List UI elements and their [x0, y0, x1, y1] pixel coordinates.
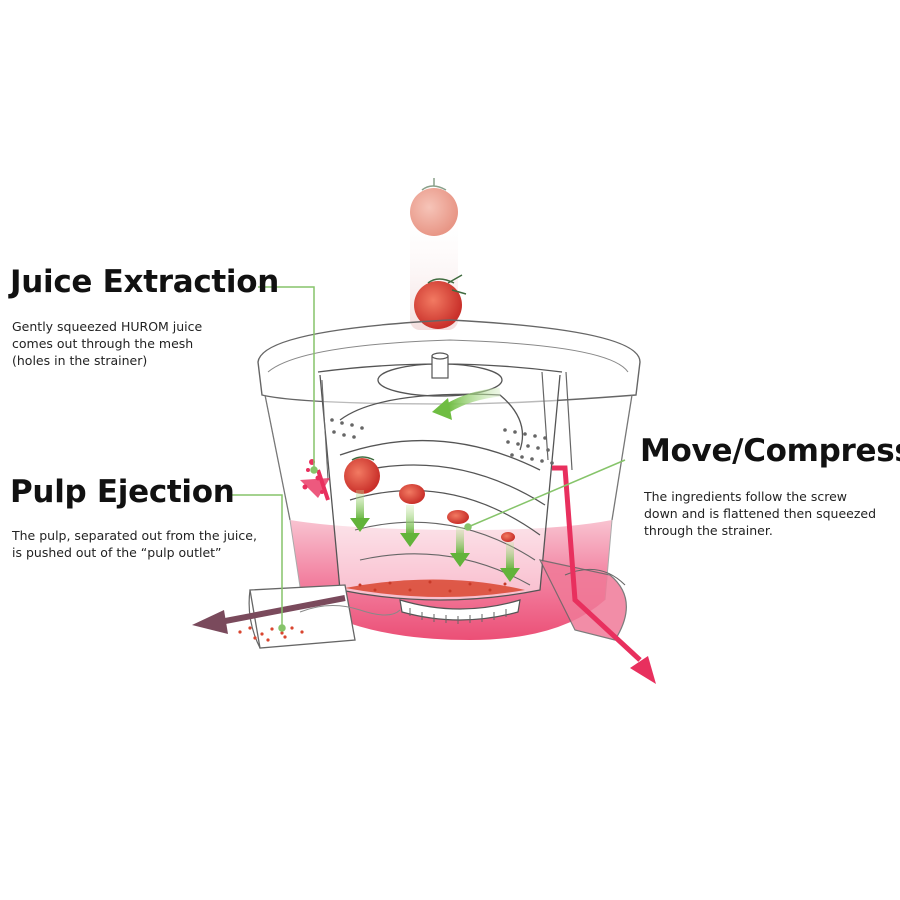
juice-extraction-line: (holes in the strainer) [12, 353, 148, 368]
leader-juice-extraction [258, 286, 315, 470]
move-compress-title: Move/Compress [640, 433, 900, 469]
screw-auger [339, 352, 546, 624]
falling-tomatoes [410, 178, 467, 330]
juice-extraction-title: Juice Extraction [10, 264, 280, 300]
move-compress-line: through the strainer. [644, 523, 773, 538]
pulp-ejection-title: Pulp Ejection [10, 474, 235, 510]
move-compress-description: The ingredients follow the screw down an… [644, 488, 876, 539]
tomato-pieces [302, 456, 515, 542]
leader-lines [228, 286, 626, 632]
juice-flow-arrows [300, 465, 656, 684]
move-compress-line: down and is flattened then squeezed [644, 506, 877, 521]
pulp-layer [345, 579, 525, 598]
juice-extraction-description: Gently squeezed HUROM juice comes out th… [12, 318, 202, 369]
leader-move-compress [467, 459, 626, 528]
pulp-ejection-line: is pushed out of the “pulp outlet” [12, 545, 222, 560]
flow-arrows-green [350, 387, 520, 582]
strainer [317, 363, 573, 601]
leader-pulp-ejection [228, 494, 283, 628]
pulp-ejection-description: The pulp, separated out from the juice, … [12, 527, 257, 561]
juice-extraction-line: comes out through the mesh [12, 336, 194, 351]
juice-extraction-line: Gently squeezed HUROM juice [12, 319, 203, 334]
pulp-ejection-line: The pulp, separated out from the juice, [12, 528, 257, 543]
move-compress-line: The ingredients follow the screw [644, 489, 848, 504]
